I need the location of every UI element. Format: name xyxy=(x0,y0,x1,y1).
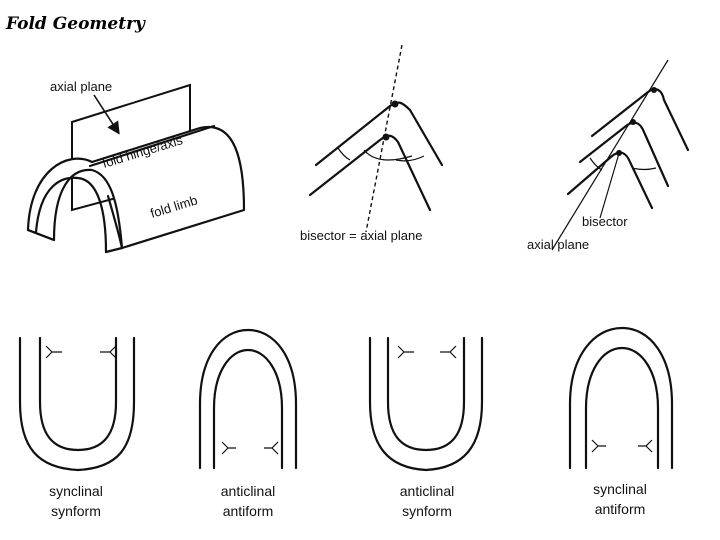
synclinal-antiform-inner xyxy=(584,346,660,470)
fold-synclinal-synform xyxy=(18,336,136,472)
symmetric-fold-outer-layer xyxy=(314,101,444,167)
asymmetric-fold xyxy=(551,59,690,251)
asymmetric-hinge-point-1 xyxy=(651,87,657,93)
synclinal-synform-inner xyxy=(38,336,118,452)
anticlinal-antiform-younging-right xyxy=(264,441,279,455)
axial-plane-arrow xyxy=(93,94,120,135)
asymmetric-hinge-point-3 xyxy=(616,150,622,156)
page-title: Fold Geometry xyxy=(6,14,145,34)
fold-inner-arch xyxy=(34,176,108,254)
label-anticlinal-3: anticlinal xyxy=(400,483,454,499)
hinge-point-inner xyxy=(382,133,390,141)
label-axial-plane-asymmetric: axial plane xyxy=(527,237,589,252)
angle-arc-right xyxy=(395,155,425,162)
label-synclinal-1: synclinal xyxy=(49,483,103,499)
label-synclinal-4: synclinal xyxy=(593,481,647,497)
fold-anticlinal-synform xyxy=(368,336,484,472)
synclinal-antiform-younging-right xyxy=(638,439,653,453)
fold-block-3d xyxy=(26,83,246,254)
asymmetric-hinge-point-2 xyxy=(630,119,636,125)
label-antiform-2: antiform xyxy=(223,503,274,519)
synclinal-synform-outer xyxy=(18,336,136,472)
fold-limb-edge xyxy=(106,194,124,250)
anticlinal-synform-inner xyxy=(386,336,466,452)
asymmetric-angle-arc-right xyxy=(631,167,657,171)
axial-plane-bisector-line xyxy=(365,44,403,233)
asymmetric-angle-arc-left xyxy=(589,157,603,171)
label-antiform-4: antiform xyxy=(595,501,646,517)
asymmetric-fold-middle-layer xyxy=(578,121,670,188)
fold-hinge-line xyxy=(88,124,216,168)
fold-anticlinal-antiform xyxy=(198,328,298,470)
asymmetric-axial-plane-line xyxy=(551,59,669,251)
synclinal-synform-younging-right xyxy=(100,345,117,359)
hinge-point-outer xyxy=(391,100,399,108)
anticlinal-synform-younging-right xyxy=(440,345,457,359)
synclinal-synform-younging-left xyxy=(45,345,62,359)
anticlinal-antiform-outer xyxy=(198,328,298,470)
label-synform-1: synform xyxy=(51,503,101,519)
fold-outer-surface xyxy=(26,125,246,250)
anticlinal-antiform-inner xyxy=(212,348,284,470)
label-bisector-equals-axial-plane: bisector = axial plane xyxy=(300,228,423,243)
synclinal-antiform-younging-left xyxy=(591,439,606,453)
label-anticlinal-2: anticlinal xyxy=(221,483,275,499)
symmetric-fold xyxy=(308,44,444,233)
label-synform-3: synform xyxy=(402,503,452,519)
fold-synclinal-antiform xyxy=(568,326,674,470)
angle-arc-left xyxy=(337,147,351,161)
angle-arc-middle xyxy=(363,149,413,161)
label-axial-plane: axial plane xyxy=(50,79,112,94)
label-bisector: bisector xyxy=(582,214,628,229)
fold-front-face xyxy=(26,228,124,254)
asymmetric-bisector-line xyxy=(599,149,621,219)
anticlinal-synform-outer xyxy=(368,336,484,472)
synclinal-antiform-outer xyxy=(568,326,674,470)
symmetric-fold-inner-layer xyxy=(308,134,432,212)
asymmetric-fold-inner-layer xyxy=(566,151,654,210)
anticlinal-synform-younging-left xyxy=(397,345,414,359)
anticlinal-antiform-younging-left xyxy=(221,441,236,455)
